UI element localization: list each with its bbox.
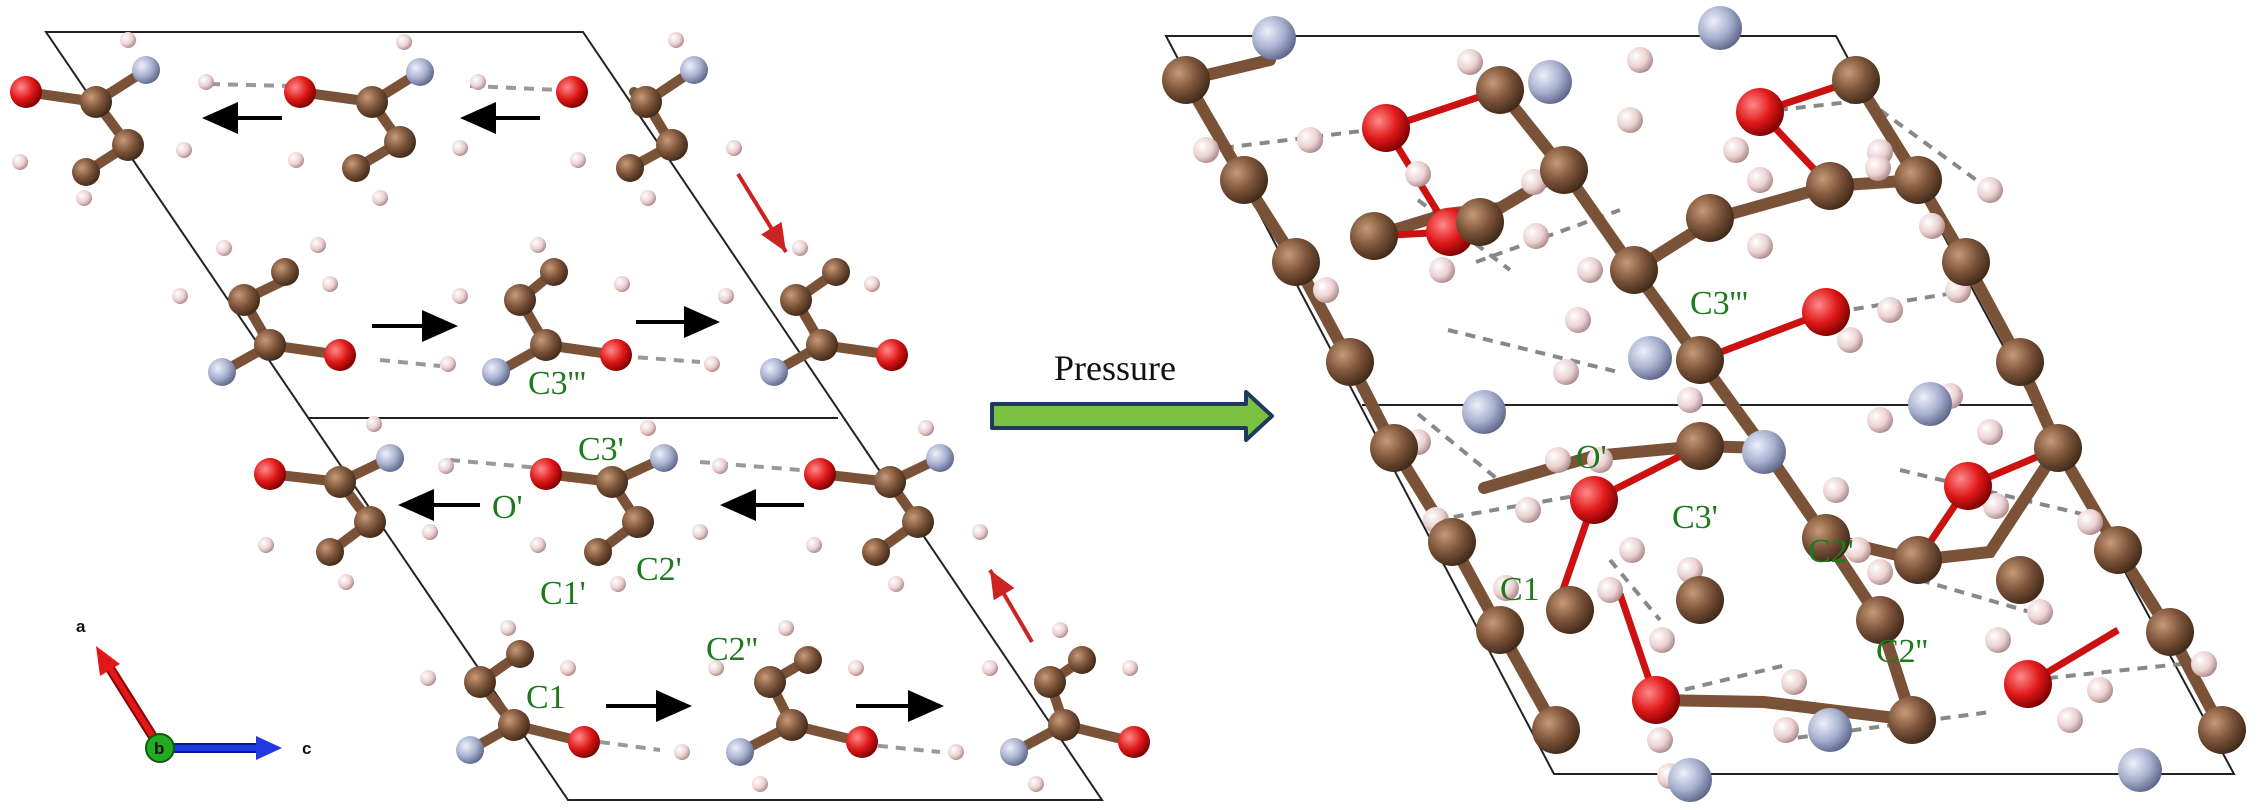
axis-label-b: b xyxy=(154,739,164,758)
label-c2-double-prime-right: C2'' xyxy=(1876,633,1928,670)
pressure-arrow-group: Pressure xyxy=(990,348,1274,442)
left-red-arrows xyxy=(736,172,1034,644)
label-o-prime: O' xyxy=(492,489,523,526)
left-shift-arrows xyxy=(202,102,944,722)
axis-label-a: a xyxy=(76,617,86,636)
axis-label-c: c xyxy=(302,739,311,758)
label-c1-prime: C1' xyxy=(540,575,586,612)
label-c1-right: C1 xyxy=(1500,571,1540,608)
left-labels: C3''' C3' O' C2' C1' C1 C2'' xyxy=(492,365,758,716)
left-unit-cell xyxy=(44,31,1104,801)
label-o-prime-right: O' xyxy=(1576,439,1607,476)
right-atoms xyxy=(1162,6,2246,802)
right-panel: C3''' O' C3' C2' C1 C2'' xyxy=(1162,6,2246,802)
label-c3-prime-right: C3' xyxy=(1672,499,1718,536)
right-bonds xyxy=(1180,54,2228,736)
red-arrow xyxy=(736,172,788,254)
left-bonds xyxy=(21,65,1139,757)
label-c3-prime: C3' xyxy=(578,431,624,468)
label-c2-prime-right: C2' xyxy=(1808,533,1854,570)
label-c3-triple-prime-right: C3''' xyxy=(1690,285,1748,322)
axis-indicator: a b c xyxy=(76,617,311,763)
pressure-label: Pressure xyxy=(1054,348,1176,388)
red-arrow xyxy=(988,568,1034,644)
left-atoms xyxy=(10,32,1150,792)
left-hbonds xyxy=(209,82,941,754)
left-panel: C3''' C3' O' C2' C1' C1 C2'' a b c xyxy=(10,31,1150,801)
label-c1: C1 xyxy=(526,679,566,716)
label-c2-prime: C2' xyxy=(636,551,682,588)
pressure-arrow xyxy=(990,390,1274,442)
label-c2-double-prime: C2'' xyxy=(706,631,758,668)
right-labels: C3''' O' C3' C2' C1 C2'' xyxy=(1500,285,1928,670)
label-c3-triple-prime: C3''' xyxy=(528,365,586,402)
